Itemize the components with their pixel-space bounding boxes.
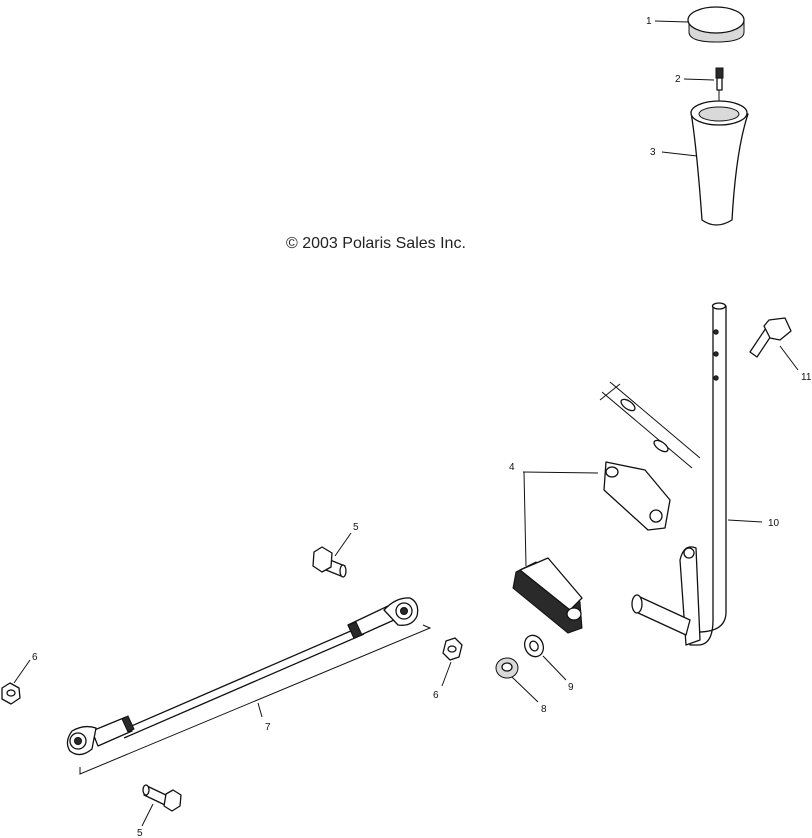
callout-8: 8 — [541, 704, 547, 715]
leader-line-4a — [522, 471, 599, 474]
frame-bracket — [599, 381, 701, 469]
pivot-block-upper — [603, 461, 671, 531]
callout-9: 9 — [568, 682, 574, 693]
hex-nut-center — [442, 637, 463, 661]
leader-line-10 — [727, 519, 763, 523]
leader-line-6b — [441, 661, 452, 687]
callout-10: 10 — [768, 518, 780, 529]
leader-line-7 — [257, 702, 263, 718]
bolt-upper — [312, 546, 347, 578]
shift-lever — [631, 302, 727, 646]
leader-line-5b — [141, 803, 154, 827]
callout-1: 1 — [646, 16, 652, 27]
linkage-rod — [66, 597, 419, 756]
callout-5b: 5 — [137, 828, 143, 838]
leader-line-4b — [523, 471, 527, 567]
callout-6b: 6 — [433, 690, 439, 701]
lever-bolt — [749, 317, 792, 358]
leader-line-11 — [779, 345, 799, 371]
lock-nut — [495, 657, 519, 679]
washer — [523, 634, 545, 658]
leader-line-2 — [683, 78, 715, 81]
leader-line-9 — [542, 655, 567, 681]
callout-5a: 5 — [353, 522, 359, 533]
callout-4: 4 — [509, 462, 515, 473]
dimension-bracket — [79, 624, 432, 775]
callout-6a: 6 — [32, 652, 38, 663]
callout-2: 2 — [675, 74, 681, 85]
callout-11: 11 — [801, 372, 812, 383]
callout-3: 3 — [650, 147, 656, 158]
copyright-notice: © 2003 Polaris Sales Inc. — [286, 235, 466, 252]
knob-cap — [687, 6, 745, 43]
shift-knob — [690, 100, 749, 226]
callout-7: 7 — [265, 722, 271, 733]
leader-line-6a — [13, 659, 31, 684]
leader-line-5a — [334, 532, 352, 557]
hex-nut-left — [1, 682, 21, 705]
leader-line-3 — [661, 151, 698, 157]
pivot-block-lower — [512, 557, 583, 634]
leader-line-8 — [511, 676, 539, 703]
small-screw — [715, 67, 724, 102]
bolt-lower — [142, 784, 182, 812]
leader-line-1 — [654, 20, 689, 23]
